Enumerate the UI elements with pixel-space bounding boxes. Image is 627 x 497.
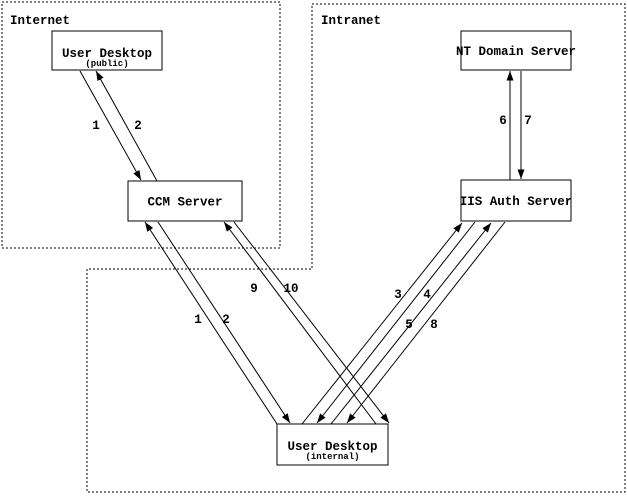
edge-1-label: 1 (92, 119, 100, 133)
intranet-region-border (86, 3, 626, 493)
user-desktop-public-label: User Desktop (62, 47, 152, 61)
edge-8-line (346, 221, 506, 424)
edge-9-label: 9 (250, 282, 258, 296)
internet-region-border (1, 1, 281, 249)
edge-3-label: 3 (394, 288, 402, 302)
nt-domain-server-box (460, 30, 572, 71)
edge-4-label: 4 (423, 288, 431, 302)
edge-2-label: 2 (134, 119, 142, 133)
iis-auth-server-box (460, 179, 572, 222)
user-desktop-internal-sublabel: (internal) (305, 452, 359, 462)
ccm-server-label: CCM Server (147, 196, 222, 210)
user-desktop-public-sublabel: (public) (85, 59, 128, 69)
edge-8-label: 8 (430, 318, 438, 332)
edge-2-label: 2 (222, 313, 230, 327)
edge-3-line (301, 222, 463, 425)
edge-4-line (316, 221, 476, 424)
edge-9-line (223, 221, 377, 425)
edge-5-label: 5 (405, 318, 413, 332)
edge-7-label: 7 (524, 114, 532, 128)
edge-2-line (95, 70, 158, 182)
edge-10-label: 10 (283, 282, 298, 296)
edge-6-label: 6 (499, 114, 507, 128)
edge-1-line (79, 70, 142, 181)
edge-2-line (157, 221, 291, 424)
iis-auth-server-label: IIS Auth Server (460, 195, 573, 209)
edge-1-line (144, 221, 278, 425)
user-desktop-public-box (51, 30, 163, 71)
user-desktop-internal-box (276, 423, 389, 466)
internet-region-label: Internet (10, 14, 70, 28)
edge-10-line (233, 221, 390, 424)
edge-5-line (330, 222, 492, 425)
ccm-server-box (127, 180, 243, 222)
user-desktop-internal-label: User Desktop (287, 440, 377, 454)
nt-domain-server-label: NT Domain Server (456, 45, 576, 59)
intranet-region-label: Intranet (321, 14, 381, 28)
edge-1-label: 1 (194, 313, 202, 327)
